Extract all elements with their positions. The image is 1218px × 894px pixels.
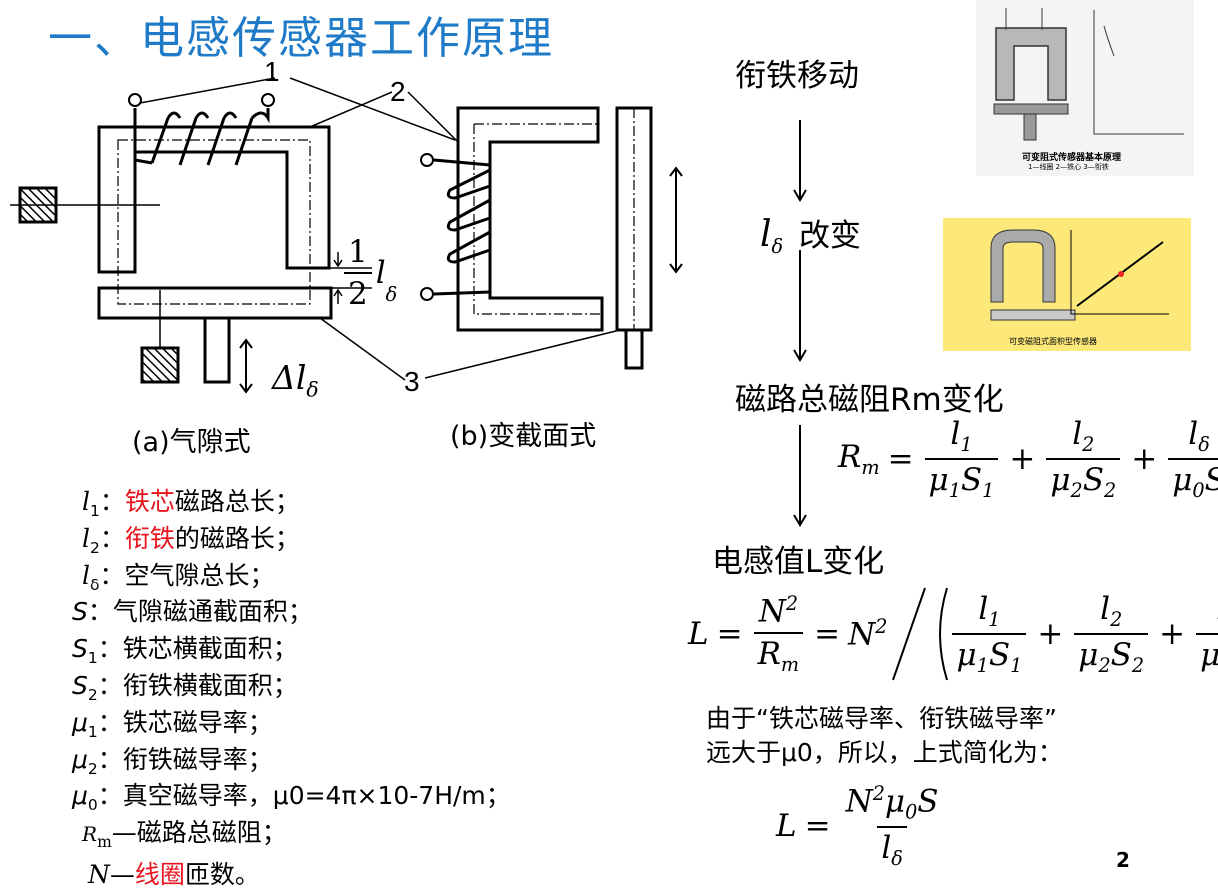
thumbnail-top-sub: 1—线圈 2—铁心 3—衔铁 bbox=[1028, 163, 1109, 171]
legend-row-n: N—线圈匝数。 bbox=[88, 860, 260, 890]
legend-row-mu1: μ1：铁芯磁导率； bbox=[72, 707, 273, 741]
delta-l-label: Δlδ bbox=[272, 358, 319, 402]
hatched-block-bottom bbox=[140, 346, 180, 384]
rod-a bbox=[203, 316, 231, 384]
core-a bbox=[97, 125, 331, 274]
legend-row-mu2: μ2：衔铁磁导率； bbox=[72, 744, 273, 778]
legend-row-ldelta: lδ：空气隙总长； bbox=[82, 560, 275, 594]
thumbnail-top-caption: 可变阻式传感器基本原理 bbox=[1022, 153, 1122, 163]
flow-step-inductance-change: 电感值L变化 bbox=[712, 544, 885, 580]
core-b bbox=[456, 106, 604, 332]
legend-row-mu0: μ0：真空磁导率，μ0=4π×10-7H/m； bbox=[72, 781, 511, 815]
legend-row-s: S：气隙磁通截面积； bbox=[72, 597, 313, 627]
flow-step-armature-move: 衔铁移动 bbox=[735, 58, 859, 94]
caption-b: (b)变截面式 bbox=[450, 421, 597, 452]
slide-title: 一、电感传感器工作原理 bbox=[48, 13, 554, 64]
sensor-diagram bbox=[10, 77, 683, 394]
flow-step-reluctance-change: 磁路总磁阻Rm变化 bbox=[735, 382, 1004, 418]
thumbnail-bottom-caption: 可变磁阻式面积型传感器 bbox=[1009, 337, 1097, 346]
legend-row-s2: S2：衔铁横截面积； bbox=[72, 670, 298, 704]
simplification-note: 由于“铁芯磁导率、衔铁磁导率” 远大于μ0，所以，上式简化为： bbox=[706, 704, 1063, 767]
legend-row-s1: S1：铁芯横截面积； bbox=[72, 634, 298, 668]
flow-arrows bbox=[793, 120, 807, 527]
armature-a bbox=[97, 286, 333, 320]
flow-step-gap-change: lδ 改变 bbox=[760, 214, 861, 259]
legend-row-l1: l1：铁芯磁路总长； bbox=[82, 487, 300, 520]
symbol-legend: l1：铁芯磁路总长； l2：衔铁的磁路长； lδ：空气隙总长； S：气隙磁通截面… bbox=[72, 484, 511, 894]
label-2: 2 bbox=[390, 76, 406, 107]
label-1: 1 bbox=[264, 56, 280, 87]
caption-a: (a)气隙式 bbox=[132, 427, 251, 458]
label-3: 3 bbox=[404, 366, 420, 397]
legend-row-l2: l2：衔铁的磁路长； bbox=[82, 523, 300, 557]
thumbnail-variable-reluctance: 可变阻式传感器基本原理 1—线圈 2—铁心 3—衔铁 bbox=[976, 0, 1194, 176]
page-number: 2 bbox=[1116, 848, 1130, 872]
legend-row-rm: Rm—磁路总磁阻； bbox=[82, 818, 287, 852]
thumbnail-area-type-sensor: 可变磁阻式面积型传感器 bbox=[943, 218, 1191, 351]
